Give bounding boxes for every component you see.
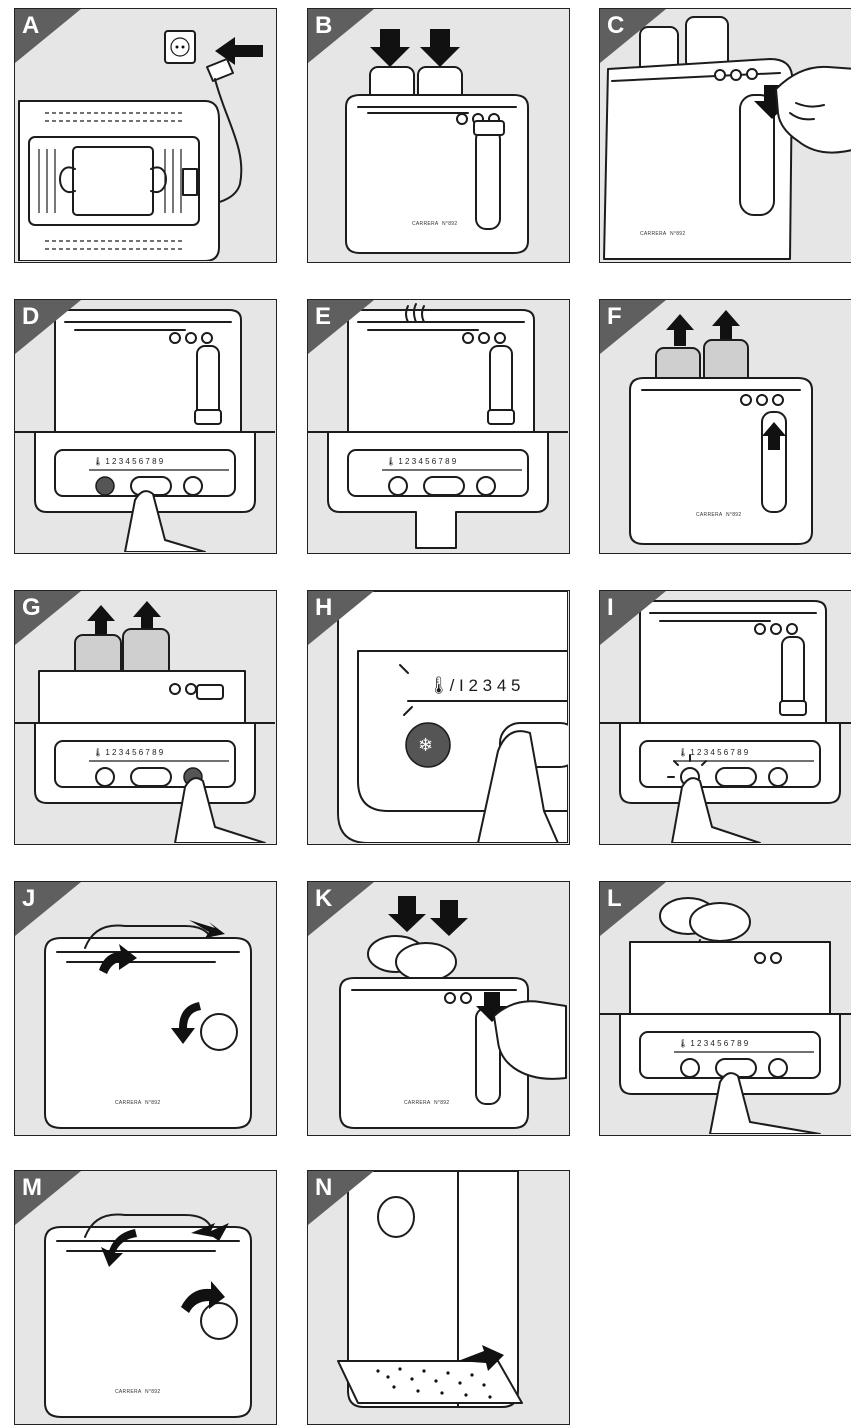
brand-mark: CARRERA: [115, 1100, 142, 1106]
panel-label: G: [22, 594, 41, 622]
panel-label: M: [22, 1174, 42, 1202]
panel-label: N: [315, 1174, 332, 1202]
panel-label: I: [607, 594, 614, 622]
model-mark: N°892: [145, 1389, 160, 1395]
panel-n: N: [307, 1170, 570, 1425]
scale-levels: 🌡 1 2 3 4 5 6 7 8 9: [678, 1039, 749, 1048]
model-mark: N°892: [726, 512, 741, 518]
panel-i: 🌡 1 2 3 4 5 6 7 8 9 I: [599, 590, 851, 845]
scale-levels: 🌡 1 2 3 4 5 6 7 8 9: [678, 748, 749, 757]
panel-e: 🌡 1 2 3 4 5 6 7 8 9 E: [307, 299, 570, 554]
model-mark: N°892: [442, 221, 457, 227]
brand-mark: CARRERA: [404, 1100, 431, 1106]
brand-mark: CARRERA: [640, 231, 667, 237]
scale-levels: 🌡/ I 2 3 4 5: [428, 676, 520, 695]
scale-levels: 🌡 1 2 3 4 5 6 7 8 9: [93, 748, 164, 757]
panel-b: CARRERA N°892 B: [307, 8, 570, 263]
panel-a: A: [14, 8, 277, 263]
panel-label: B: [315, 12, 332, 40]
panel-m: CARRERA N°892 M: [14, 1170, 277, 1425]
panel-label: D: [22, 303, 39, 331]
panel-h: 🌡/ I 2 3 4 5 ❄ H: [307, 590, 570, 845]
scale-levels: 🌡 1 2 3 4 5 6 7 8 9: [386, 457, 457, 466]
brand-mark: CARRERA: [412, 221, 439, 227]
panel-d: 🌡 1 2 3 4 5 6 7 8 9 D: [14, 299, 277, 554]
model-mark: N°892: [670, 231, 685, 237]
panel-j: CARRERA N°892 J: [14, 881, 277, 1136]
panel-k: CARRERA N°892 K: [307, 881, 570, 1136]
panel-f: CARRERA N°892 F: [599, 299, 851, 554]
panel-g: 🌡 1 2 3 4 5 6 7 8 9 G: [14, 590, 277, 845]
panel-label: C: [607, 12, 624, 40]
brand-mark: CARRERA: [696, 512, 723, 518]
snowflake-icon: ❄: [418, 735, 433, 756]
panel-label: K: [315, 885, 332, 913]
panel-label: E: [315, 303, 331, 331]
model-mark: N°892: [145, 1100, 160, 1106]
panel-l: 🌡 1 2 3 4 5 6 7 8 9 L: [599, 881, 851, 1136]
scale-levels: 🌡 1 2 3 4 5 6 7 8 9: [93, 457, 164, 466]
panel-label: H: [315, 594, 332, 622]
brand-mark: CARRERA: [115, 1389, 142, 1395]
panel-label: L: [607, 885, 622, 913]
model-mark: N°892: [434, 1100, 449, 1106]
panel-label: A: [22, 12, 39, 40]
panel-label: J: [22, 885, 35, 913]
panel-label: F: [607, 303, 622, 331]
panel-c: CARRERA N°892 C: [599, 8, 851, 263]
